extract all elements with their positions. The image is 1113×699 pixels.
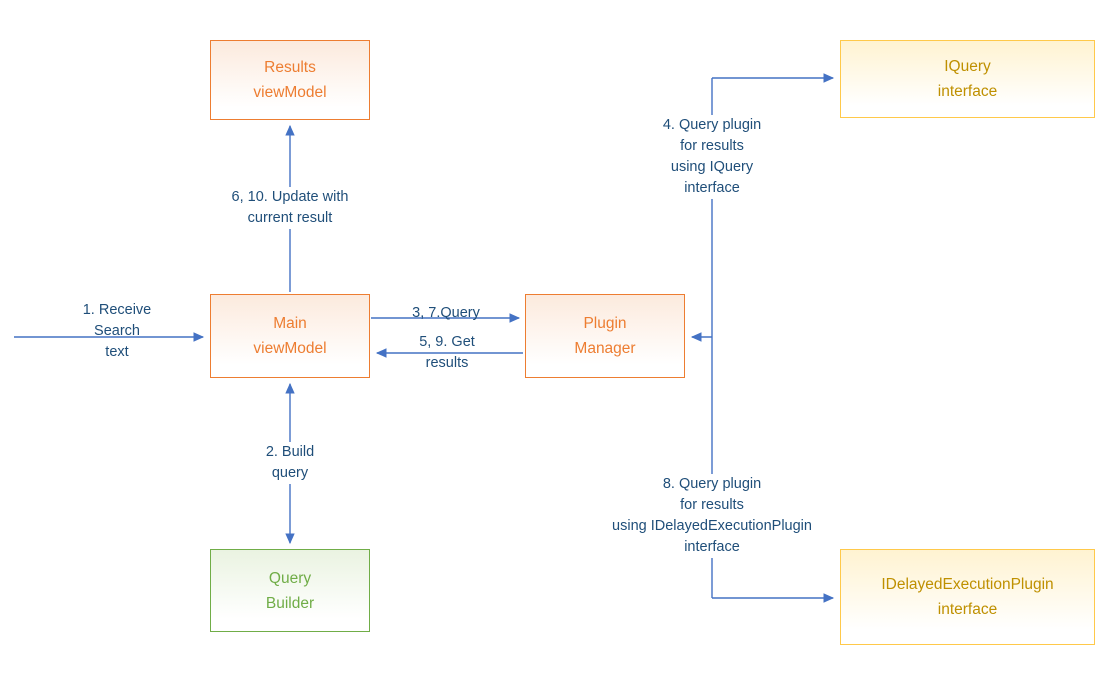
edge-label-query-plugin-iquery-line1: 4. Query plugin	[662, 117, 762, 133]
node-idelayedexecutionplugin-interface: IDelayedExecutionPlugin interface	[840, 549, 1095, 645]
edge-label-get-results: 5, 9. Get results	[419, 332, 475, 374]
edge-label-query-plugin-iquery-line2: for results	[680, 138, 744, 154]
edge-label-query-plugin-idelayed-line2: for results	[680, 497, 744, 513]
node-main-viewmodel-line1: Main	[273, 315, 307, 332]
edge-label-query-plugin-iquery: 4. Query plugin for results using IQuery…	[659, 115, 765, 199]
node-main-viewmodel-line2: viewModel	[253, 340, 327, 357]
edge-label-build-query-line2: query	[271, 465, 309, 481]
edge-label-query-line1: 3, 7.Query	[412, 305, 480, 321]
edge-label-query-plugin-idelayed-line3: using IDelayedExecutionPlugin	[612, 518, 812, 534]
node-plugin-manager: Plugin Manager	[525, 294, 685, 378]
edge-label-update-line2: current result	[247, 210, 333, 226]
edge-label-build-query-line1: 2. Build	[265, 444, 315, 460]
node-plugin-manager-line1: Plugin	[583, 315, 627, 332]
edge-label-receive-search-text-line1: 1. Receive	[82, 302, 152, 318]
edge-label-query-plugin-iquery-line4: interface	[684, 180, 740, 196]
node-results-viewmodel-line1: Results	[264, 59, 316, 76]
node-query-builder-line1: Query	[268, 569, 312, 587]
edge-label-receive-search-text-line3: text	[105, 344, 129, 360]
edge-label-get-results-line1: 5, 9. Get	[419, 334, 475, 350]
edge-label-receive-search-text-line2: Search	[94, 323, 140, 339]
edge-label-update-line1: 6, 10. Update with	[231, 189, 349, 205]
node-main-viewmodel: Main viewModel	[210, 294, 370, 378]
node-results-viewmodel: Results viewModel	[210, 40, 370, 120]
node-iquery-interface-line1: IQuery	[944, 58, 991, 75]
node-idelayedexecutionplugin-interface-line1: IDelayedExecutionPlugin	[881, 576, 1054, 593]
edge-label-update-with-current-result: 6, 10. Update with current result	[228, 187, 352, 229]
node-results-viewmodel-line2: viewModel	[253, 84, 327, 101]
edge-label-query: 3, 7.Query	[412, 303, 480, 324]
node-query-builder-line2: Builder	[265, 594, 315, 612]
node-idelayedexecutionplugin-interface-line2: interface	[937, 601, 998, 618]
edge-label-query-plugin-idelayed-line1: 8. Query plugin	[662, 476, 762, 492]
edge-label-receive-search-text: 1. Receive Search text	[83, 300, 152, 363]
node-iquery-interface-line2: interface	[937, 83, 998, 100]
edge-label-get-results-line2: results	[425, 355, 469, 371]
node-plugin-manager-line2: Manager	[574, 340, 636, 357]
node-iquery-interface: IQuery interface	[840, 40, 1095, 118]
edge-label-build-query: 2. Build query	[262, 442, 318, 484]
node-query-builder: Query Builder	[210, 549, 370, 632]
edge-label-query-plugin-idelayed-line4: interface	[684, 539, 740, 555]
edge-label-query-plugin-idelayed: 8. Query plugin for results using IDelay…	[609, 474, 815, 558]
edge-label-query-plugin-iquery-line3: using IQuery	[670, 159, 754, 175]
